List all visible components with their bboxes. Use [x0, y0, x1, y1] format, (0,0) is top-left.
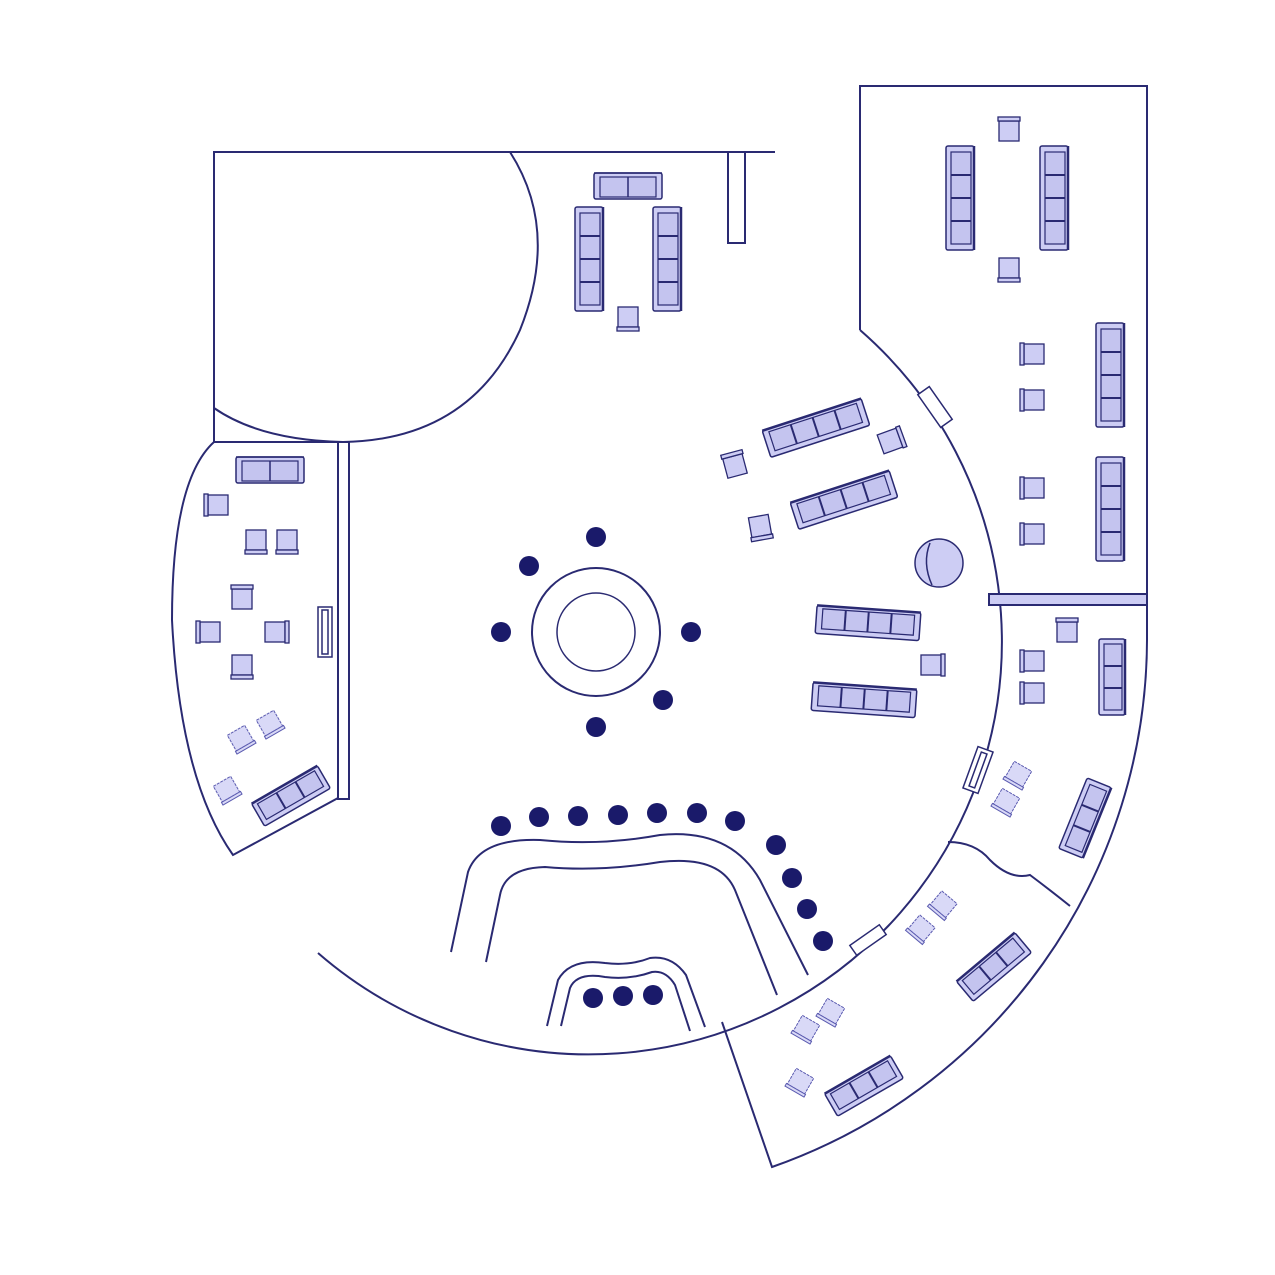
armchair-icon	[1002, 760, 1034, 791]
armchair-icon	[203, 493, 229, 517]
armchair-icon	[720, 448, 749, 480]
sofa-icon	[593, 172, 663, 200]
column-icon	[782, 868, 802, 888]
left-wing-wall	[170, 441, 339, 857]
armchair-icon	[905, 913, 937, 945]
center-platform-inner	[556, 592, 636, 672]
column-icon	[608, 805, 628, 825]
armchair-icon	[275, 529, 299, 555]
sofa-icon	[235, 456, 305, 484]
globe-icon	[914, 538, 964, 588]
curved-room-arc	[213, 151, 539, 444]
door-icon	[848, 923, 888, 957]
sofa-icon	[760, 397, 872, 459]
armchair-icon	[195, 620, 221, 644]
column-icon	[586, 717, 606, 737]
armchair-icon	[230, 654, 254, 680]
sofa-icon	[1097, 637, 1127, 717]
column-icon	[519, 556, 539, 576]
armchair-icon	[876, 425, 908, 456]
room-divider	[988, 593, 1148, 606]
center-platform-outer	[531, 567, 661, 697]
armchair-icon	[997, 116, 1021, 142]
column-icon	[613, 986, 633, 1006]
top-left-room-wall	[213, 151, 775, 443]
armchair-icon	[990, 787, 1022, 818]
armchair-icon	[1019, 342, 1045, 366]
column-icon	[568, 806, 588, 826]
sofa-icon	[788, 469, 900, 531]
column-icon	[643, 985, 663, 1005]
armchair-icon	[1055, 617, 1079, 643]
armchair-icon	[1019, 649, 1045, 673]
column-icon	[687, 803, 707, 823]
armchair-icon	[790, 1014, 822, 1045]
column-icon	[653, 690, 673, 710]
sofa-icon	[944, 144, 976, 252]
armchair-icon	[997, 257, 1021, 283]
armchair-icon	[1019, 522, 1045, 546]
armchair-icon	[784, 1067, 816, 1098]
armchair-icon	[616, 306, 640, 332]
main-hall-wall	[317, 329, 1003, 1056]
column-icon	[725, 811, 745, 831]
armchair-icon	[927, 889, 959, 921]
right-wing-outer-wall	[721, 605, 1148, 1169]
column-icon	[766, 835, 786, 855]
armchair-icon	[920, 653, 946, 677]
sofa-icon	[809, 681, 919, 719]
partition-post	[727, 151, 746, 244]
column-icon	[797, 899, 817, 919]
armchair-icon	[1019, 476, 1045, 500]
column-icon	[681, 622, 701, 642]
armchair-icon	[746, 513, 774, 543]
sofa-icon	[1094, 321, 1126, 429]
armchair-icon	[254, 709, 286, 740]
column-icon	[491, 816, 511, 836]
sofa-icon	[1038, 144, 1070, 252]
wave-divider	[947, 841, 1071, 907]
column-icon	[647, 803, 667, 823]
sofa-icon	[250, 764, 332, 828]
sofa-icon	[573, 205, 605, 313]
column-icon	[491, 622, 511, 642]
armchair-icon	[211, 775, 243, 806]
columns	[491, 527, 833, 1008]
walls	[170, 85, 1148, 1169]
sofa-icon	[813, 604, 923, 642]
sofa-icon	[1057, 776, 1113, 860]
armchair-icon	[1019, 388, 1045, 412]
armchair-icon	[264, 620, 290, 644]
sofa-icon	[1094, 455, 1126, 563]
doors	[317, 385, 995, 957]
sofa-icon	[651, 205, 683, 313]
sofa-icon	[823, 1054, 905, 1118]
armchair-icon	[1019, 681, 1045, 705]
left-wing-partition	[337, 441, 350, 800]
armchair-icon	[244, 529, 268, 555]
stage-counter	[450, 833, 809, 996]
armchair-icon	[815, 997, 847, 1028]
armchair-icon	[230, 584, 254, 610]
column-icon	[813, 931, 833, 951]
inner-counter	[546, 956, 706, 1032]
top-right-room-wall	[859, 85, 1148, 600]
door-icon	[916, 385, 954, 429]
column-icon	[583, 988, 603, 1008]
door-icon	[317, 606, 333, 658]
door-icon	[961, 745, 995, 795]
sofa-icon	[955, 931, 1033, 1003]
armchair-icon	[225, 724, 257, 755]
column-icon	[529, 807, 549, 827]
column-icon	[586, 527, 606, 547]
